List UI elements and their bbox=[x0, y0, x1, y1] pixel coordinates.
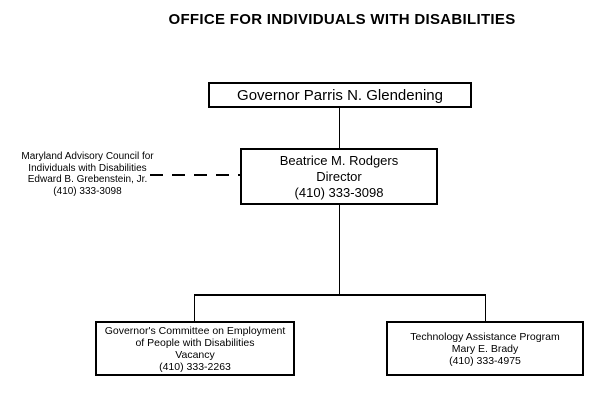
governors-committee-line2: of People with Disabilities bbox=[135, 336, 255, 349]
governors-committee-line1: Governor's Committee on Employment bbox=[104, 324, 286, 337]
advisory-council-line1: Maryland Advisory Council for bbox=[21, 151, 154, 162]
connector-horizontal-branch bbox=[194, 294, 486, 296]
tech-assistance-line1: Technology Assistance Program bbox=[410, 330, 560, 343]
advisory-council-contact: Edward B. Grebenstein, Jr. bbox=[27, 174, 148, 185]
connector-drop-committee bbox=[194, 295, 195, 321]
node-advisory-council: Maryland Advisory Council for Individual… bbox=[10, 151, 165, 197]
node-tech-assistance: Technology Assistance Program Mary E. Br… bbox=[386, 321, 584, 376]
node-director: Beatrice M. Rodgers Director (410) 333-3… bbox=[240, 148, 438, 205]
advisory-council-phone: (410) 333-3098 bbox=[53, 185, 122, 197]
node-director-name: Beatrice M. Rodgers bbox=[279, 152, 399, 168]
node-director-phone: (410) 333-3098 bbox=[294, 184, 384, 200]
connector-drop-tech bbox=[485, 295, 486, 321]
governors-committee-contact: Vacancy bbox=[175, 348, 215, 361]
page-title: OFFICE FOR INDIVIDUALS WITH DISABILITIES bbox=[168, 11, 516, 28]
node-governor: Governor Parris N. Glendening bbox=[208, 82, 472, 108]
node-governor-name: Governor Parris N. Glendening bbox=[237, 86, 443, 104]
connector-governor-director bbox=[339, 108, 340, 148]
tech-assistance-contact: Mary E. Brady bbox=[451, 342, 519, 355]
tech-assistance-phone: (410) 333-4975 bbox=[449, 354, 521, 367]
node-governors-committee: Governor's Committee on Employment of Pe… bbox=[95, 321, 295, 376]
advisory-council-line2: Individuals with Disabilities bbox=[28, 162, 147, 174]
node-director-title: Director bbox=[316, 168, 362, 184]
governors-committee-phone: (410) 333-2263 bbox=[159, 360, 231, 373]
connector-director-trunk bbox=[339, 205, 340, 295]
connector-advisory-dashed-line bbox=[150, 174, 240, 176]
